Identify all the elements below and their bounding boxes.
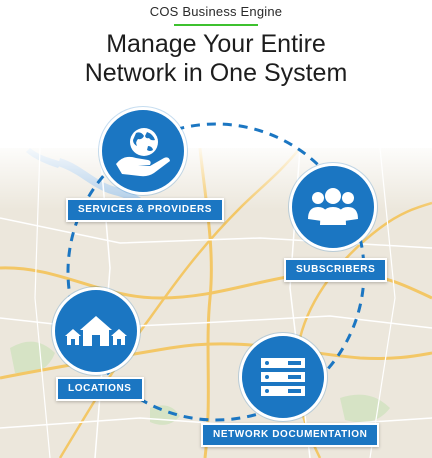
locations-node[interactable] (52, 287, 140, 375)
users-group-icon (308, 188, 358, 225)
server-rack-icon (261, 358, 305, 396)
subscribers-node[interactable] (289, 163, 377, 251)
services-providers-label[interactable]: SERVICES & PROVIDERS (66, 198, 225, 222)
services-providers-node[interactable] (99, 107, 187, 195)
globe-in-hand-icon (116, 128, 170, 177)
eyebrow-underline (174, 24, 258, 26)
locations-label[interactable]: LOCATIONS (56, 377, 144, 401)
subscribers-label[interactable]: SUBSCRIBERS (284, 258, 388, 282)
eyebrow-title: COS Business Engine (149, 4, 283, 19)
page-title-line-2: Network in One System (84, 59, 348, 87)
network-documentation-node[interactable] (239, 333, 327, 421)
houses-icon (65, 316, 127, 346)
page-title-line-1: Manage Your Entire (106, 30, 326, 58)
network-documentation-label[interactable]: NETWORK DOCUMENTATION (201, 423, 380, 447)
page-title: Manage Your Entire Network in One System (0, 30, 432, 88)
